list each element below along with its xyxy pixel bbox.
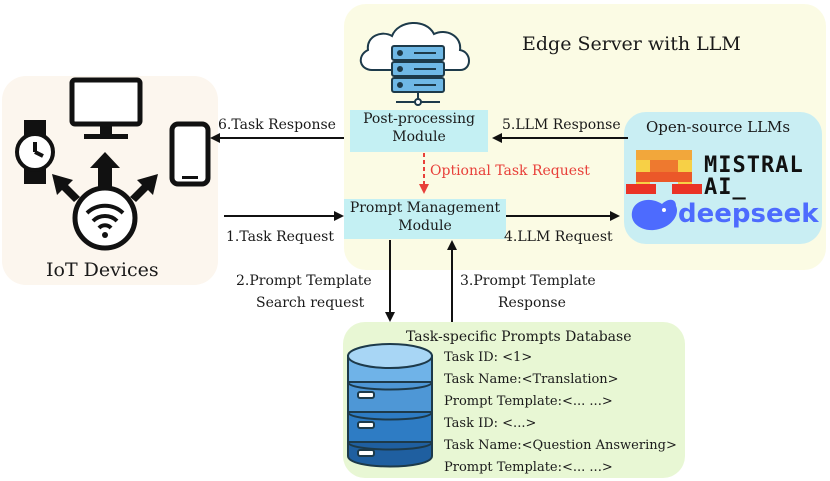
task-request-label: 1.Task Request bbox=[226, 229, 334, 245]
iot-arrows-icon bbox=[52, 152, 158, 202]
edge-server-title: Edge Server with LLM bbox=[522, 33, 741, 55]
post-processing-module: Post-processing Module bbox=[350, 110, 488, 152]
template-response-label-1: 3.Prompt Template bbox=[460, 273, 596, 289]
deepseek-whale-icon bbox=[631, 199, 678, 231]
db-entry-5: Task Name:<Question Answering> bbox=[444, 438, 677, 453]
llm-request-label: 4.LLM Request bbox=[504, 229, 613, 245]
db-entry-4: Task ID: <...> bbox=[444, 416, 537, 431]
search-request-label-1: 2.Prompt Template bbox=[236, 273, 372, 289]
llm-response-label: 5.LLM Response bbox=[502, 117, 621, 133]
db-entry-1: Task ID: <1> bbox=[444, 350, 533, 365]
mistral-label-line2: AI_ bbox=[704, 175, 747, 200]
mistral-label-line1: MISTRAL bbox=[704, 153, 804, 178]
post-module-line1: Post-processing bbox=[363, 111, 475, 127]
optional-task-request-label: Optional Task Request bbox=[430, 163, 590, 179]
db-entry-2: Task Name:<Translation> bbox=[444, 372, 619, 387]
prompt-module-line1: Prompt Management bbox=[349, 200, 501, 216]
task-response-label: 6.Task Response bbox=[218, 117, 336, 133]
open-source-llms-title: Open-source LLMs bbox=[646, 118, 791, 136]
db-entry-3: Prompt Template:<... ...> bbox=[444, 394, 613, 409]
iot-devices-title: IoT Devices bbox=[46, 259, 159, 281]
database-title: Task-specific Prompts Database bbox=[406, 329, 632, 345]
wifi-hub-icon bbox=[72, 185, 138, 251]
post-module-line2: Module bbox=[392, 129, 446, 145]
db-entry-6: Prompt Template:<... ...> bbox=[444, 460, 613, 475]
smartwatch-icon bbox=[15, 120, 55, 184]
template-response-label-2: Response bbox=[498, 295, 566, 311]
deepseek-label: deepseek bbox=[678, 199, 819, 229]
database-icon bbox=[347, 343, 433, 468]
mistral-logo bbox=[626, 150, 702, 194]
prompt-module-line2: Module bbox=[398, 218, 452, 234]
prompt-management-module: Prompt Management Module bbox=[344, 199, 506, 239]
cloud-server-icon bbox=[359, 22, 470, 106]
search-request-label-2: Search request bbox=[256, 295, 365, 311]
smartphone-icon bbox=[169, 121, 211, 187]
monitor-icon bbox=[69, 77, 143, 139]
